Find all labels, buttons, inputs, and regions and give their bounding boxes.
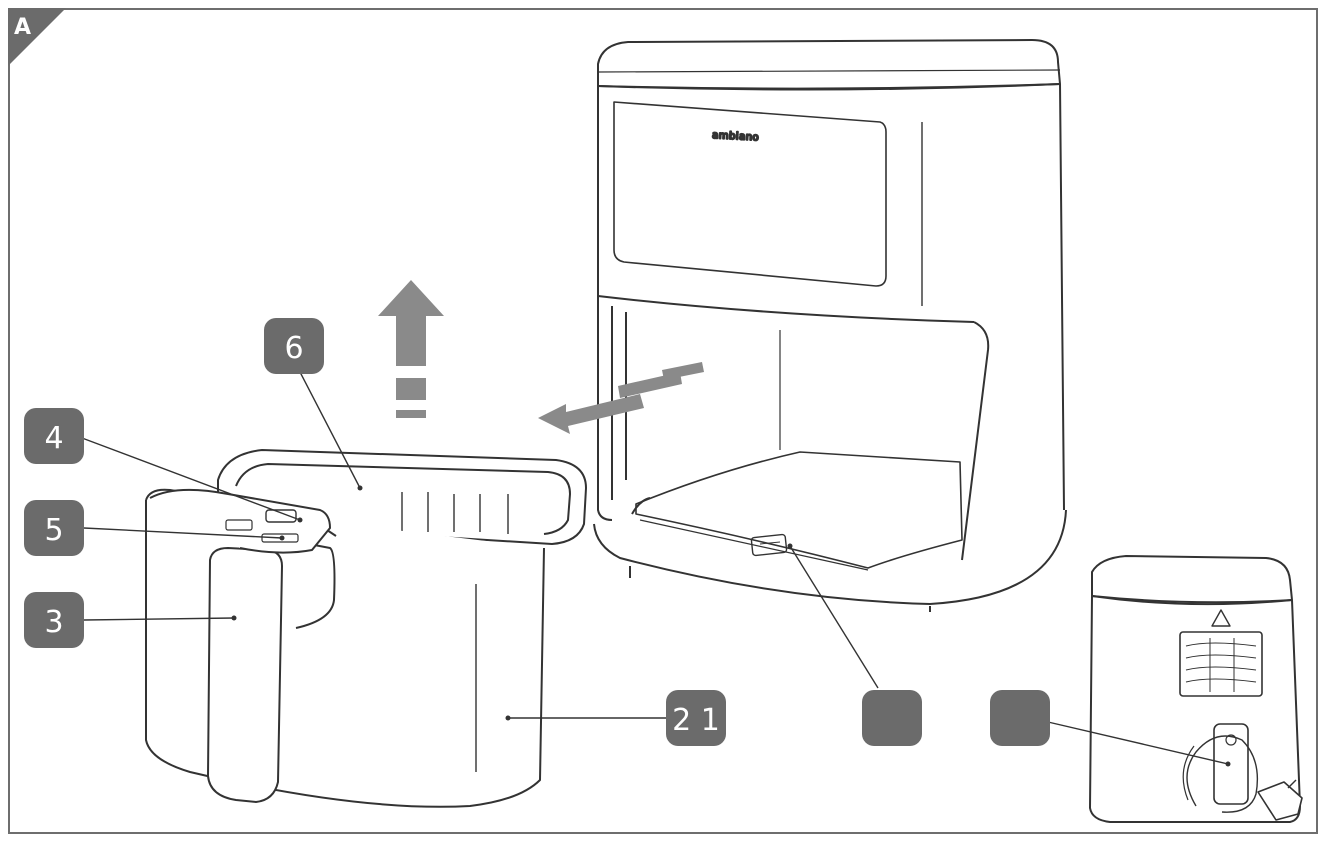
leader-lines (81, 371, 1229, 765)
callout-5: 5 (24, 500, 84, 556)
basket (145, 449, 587, 808)
corner-tab: A (8, 8, 66, 66)
air-fryer-rear-view (1089, 555, 1303, 823)
figure-frame (8, 8, 1318, 834)
callout-blank-b (990, 690, 1050, 746)
leader-dots (231, 485, 1231, 767)
air-fryer-main-unit: ambiano (593, 39, 1067, 612)
callout-4-label: 4 (44, 421, 63, 456)
pull-out-arrow (538, 362, 704, 434)
callout-6-label: 6 (284, 331, 303, 366)
callout-3-label: 3 (44, 605, 63, 640)
callout-blank-a (862, 690, 922, 746)
corner-label: A (14, 15, 31, 40)
callout-2-1-label: 2 1 (672, 703, 720, 738)
brand-logo: ambiano (712, 130, 760, 143)
lift-up-arrow (378, 280, 444, 418)
callout-3: 3 (24, 592, 84, 648)
callout-6: 6 (264, 318, 324, 374)
callout-4: 4 (24, 408, 84, 464)
callout-5-label: 5 (44, 513, 63, 548)
callout-2-1: 2 1 (666, 690, 726, 746)
